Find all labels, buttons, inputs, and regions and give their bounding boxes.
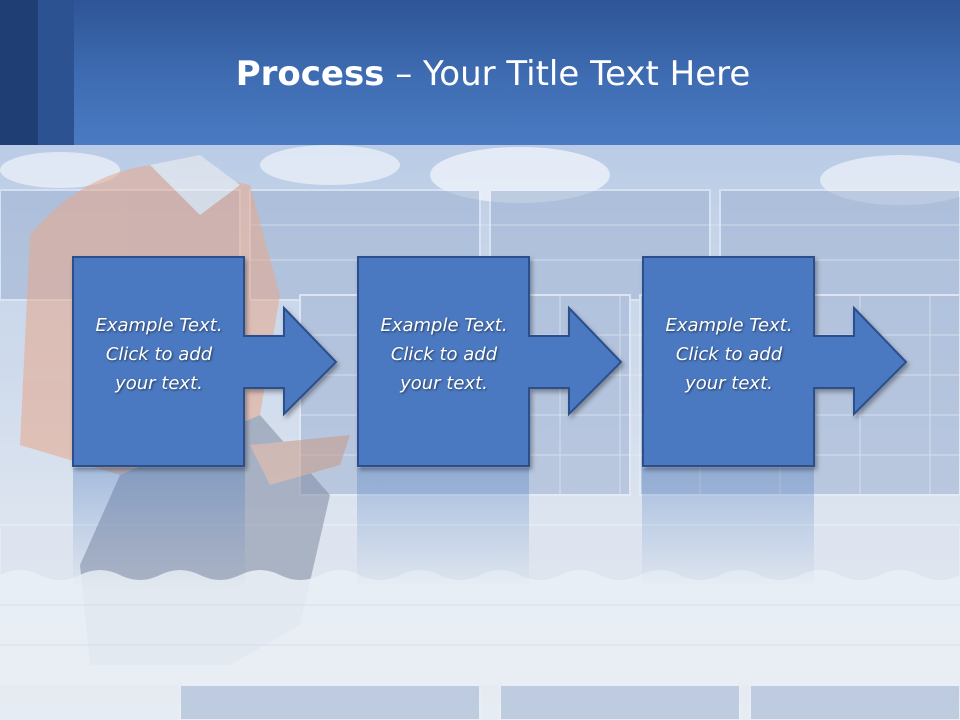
step-3-text: Example Text. Click to add your text.	[665, 315, 793, 394]
slide-title[interactable]: Process – Your Title Text Here	[0, 52, 960, 96]
process-step-1[interactable]: Example Text. Click to add your text.	[72, 256, 362, 468]
step-1-text: Example Text. Click to add your text.	[95, 315, 223, 394]
step-1-reflection	[73, 468, 245, 588]
arrow-shape	[72, 256, 338, 467]
title-accent-stripe	[0, 0, 38, 145]
step-2-reflection	[357, 468, 529, 588]
arrow-shape	[357, 256, 623, 467]
title-bold: Process	[235, 54, 385, 94]
step-2-text: Example Text. Click to add your text.	[380, 315, 508, 394]
title-accent-stripe-2	[38, 0, 74, 145]
title-band: Process – Your Title Text Here	[0, 0, 960, 145]
process-step-2[interactable]: Example Text. Click to add your text.	[357, 256, 647, 468]
arrow-shape	[642, 256, 908, 467]
step-3-reflection	[642, 468, 814, 588]
process-step-3[interactable]: Example Text. Click to add your text.	[642, 256, 932, 468]
title-rest: – Your Title Text Here	[384, 54, 751, 94]
